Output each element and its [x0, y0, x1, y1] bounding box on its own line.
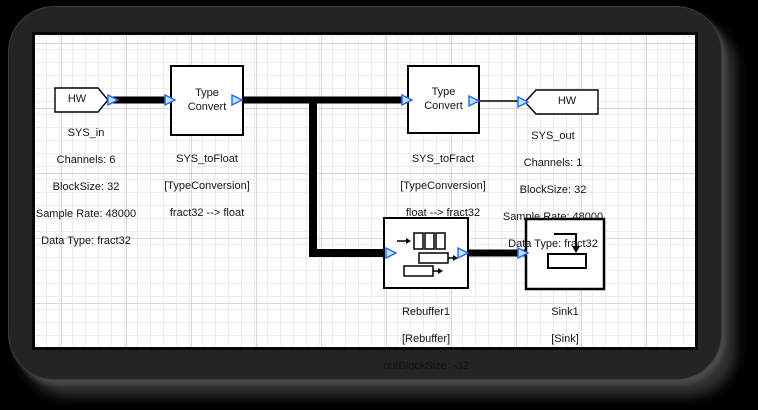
sys-out-prop: Data Type: fract32: [508, 238, 598, 251]
sys-out-prop: BlockSize: 32: [519, 183, 587, 196]
tofract-type: [TypeConversion]: [400, 179, 486, 192]
sink-labels: Sink1 [Sink]: [551, 292, 579, 360]
pins: [107, 93, 530, 260]
pin-tofract-input[interactable]: [401, 93, 414, 107]
rebuffer-labels: Rebuffer1 [Rebuffer] outBlockSize: -32: [383, 292, 469, 387]
sys-in-name: SYS_in: [67, 126, 105, 139]
tofloat-name: SYS_toFloat: [176, 152, 238, 165]
sys-out-name: SYS_out: [531, 129, 575, 142]
sys-in-prop: Channels: 6: [56, 153, 116, 166]
sink-type: [Sink]: [551, 332, 579, 345]
diagram-layer: [54, 65, 606, 291]
pin-tofloat-output[interactable]: [231, 93, 244, 107]
sink-name: Sink1: [551, 305, 579, 318]
rebuffer-icon: [397, 232, 458, 277]
sys-in-labels: SYS_in Channels: 6 BlockSize: 32 Sample …: [36, 113, 136, 263]
tofloat-detail: fract32 --> float: [169, 206, 245, 219]
pin-sink-input[interactable]: [517, 246, 530, 260]
sink-icon: [547, 233, 587, 269]
sys-in-prop: Data Type: fract32: [41, 235, 131, 248]
block-sys-tofract[interactable]: [407, 65, 480, 134]
pin-rebuffer-output[interactable]: [457, 246, 470, 260]
tofract-labels: SYS_toFract [TypeConversion] float --> f…: [400, 139, 486, 234]
sys-in-prop: BlockSize: 32: [52, 180, 120, 193]
pin-rebuffer-input[interactable]: [385, 246, 398, 260]
sys-out-prop: Channels: 1: [523, 156, 583, 169]
sys-out-labels: SYS_out Channels: 1 BlockSize: 32 Sample…: [503, 116, 603, 266]
pin-tofract-output[interactable]: [468, 94, 481, 108]
tofloat-title: Type Convert: [187, 87, 227, 113]
block-sys-in[interactable]: [54, 87, 109, 113]
tofract-title: Type Convert: [424, 86, 463, 112]
diagram-canvas[interactable]: HW SYS_in Channels: 6 BlockSize: 32 Samp…: [32, 32, 698, 372]
tofract-detail: float --> fract32: [405, 206, 481, 219]
rebuffer-detail: outBlockSize: -32: [383, 359, 469, 372]
tofloat-labels: SYS_toFloat [TypeConversion] fract32 -->…: [164, 139, 250, 234]
pin-sysin-output[interactable]: [107, 93, 120, 107]
block-sys-out[interactable]: [524, 89, 599, 115]
rebuffer-type: [Rebuffer]: [401, 332, 451, 345]
hw-out-title: HW: [557, 95, 577, 108]
block-sys-tofloat[interactable]: [170, 65, 244, 136]
rebuffer-name: Rebuffer1: [401, 305, 451, 318]
pin-sysout-input[interactable]: [517, 95, 530, 109]
wires: [113, 96, 527, 257]
sys-in-prop: Sample Rate: 48000: [35, 208, 137, 221]
tofract-name: SYS_toFract: [411, 152, 475, 165]
hw-in-title: HW: [67, 93, 87, 106]
pin-tofloat-input[interactable]: [164, 93, 177, 107]
tofloat-type: [TypeConversion]: [164, 179, 250, 192]
window-frame: HW SYS_in Channels: 6 BlockSize: 32 Samp…: [8, 6, 722, 380]
sys-out-prop: Sample Rate: 48000: [502, 211, 604, 224]
